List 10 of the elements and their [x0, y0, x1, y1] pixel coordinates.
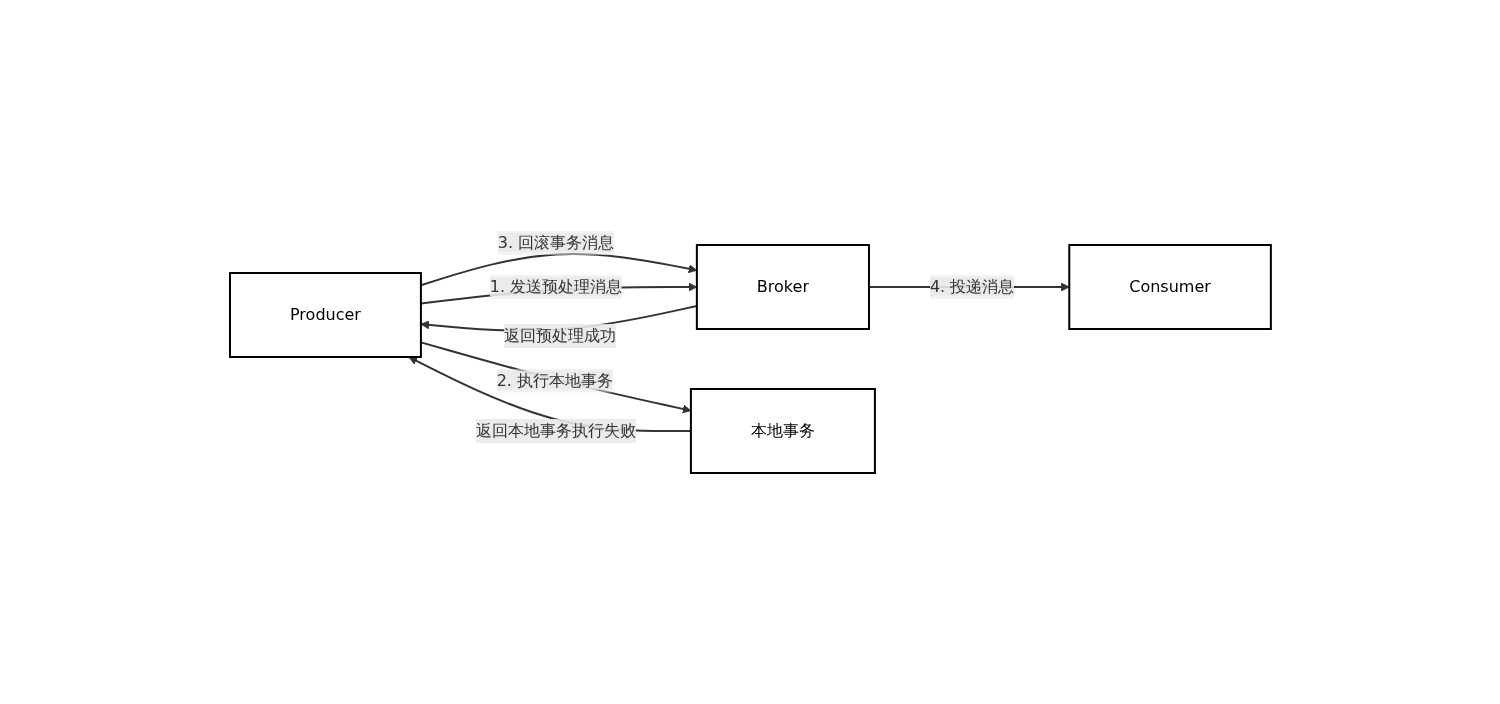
edge-label: 4. 投递消息: [929, 277, 1014, 296]
edge-label: 返回预处理成功: [503, 326, 616, 346]
edge-label: 返回本地事务执行失败: [475, 421, 636, 440]
edge-label: 1. 发送预处理消息: [489, 277, 622, 296]
node-box: Broker: [695, 244, 870, 330]
node-box: Producer: [228, 272, 422, 358]
node-box: 本地事务: [689, 388, 876, 474]
edge-label: 2. 执行本地事务: [496, 370, 613, 390]
edge-label: 3. 回滚事务消息: [497, 233, 614, 252]
node-box: Consumer: [1067, 244, 1272, 330]
